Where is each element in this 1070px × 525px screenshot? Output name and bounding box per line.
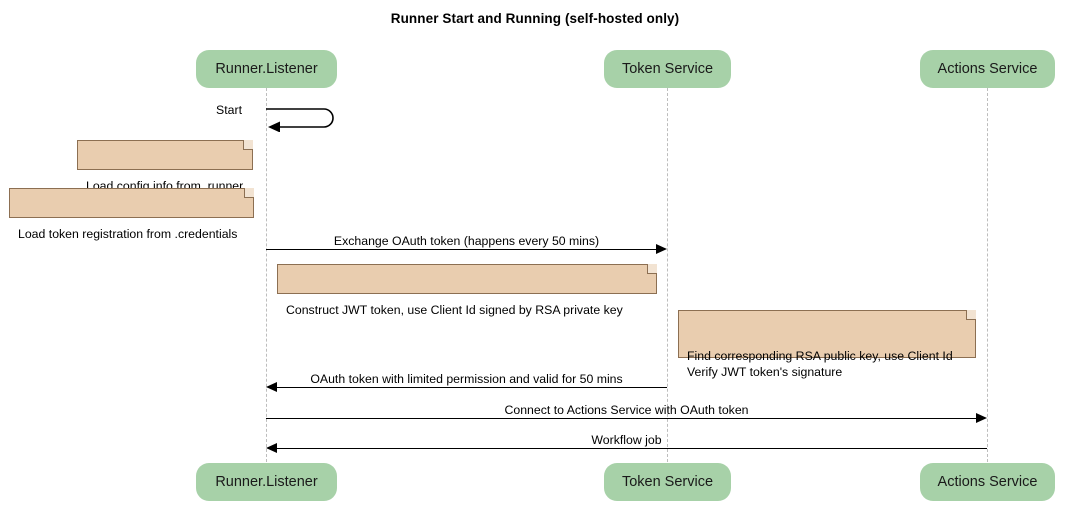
message-label-exchange-oauth-token: Exchange OAuth token (happens every 50 m… — [333, 234, 600, 248]
participant-label: Token Service — [621, 474, 714, 490]
note-construct-jwt: Construct JWT token, use Client Id signe… — [277, 264, 657, 317]
participant-actions-service-bottom[interactable]: Actions Service — [920, 463, 1055, 501]
message-line-workflow-job — [277, 448, 987, 449]
lifeline-runner — [266, 88, 267, 462]
note-load-config: Load config info from .runner — [77, 140, 253, 193]
participant-label: Runner.Listener — [215, 474, 318, 490]
arrow-left-icon — [266, 381, 277, 392]
message-label-oauth-token-return: OAuth token with limited permission and … — [310, 372, 623, 386]
participant-runner-listener-bottom[interactable]: Runner.Listener — [196, 463, 337, 501]
note-verify-jwt: Find corresponding RSA public key, use C… — [678, 310, 976, 379]
note-fold-icon — [647, 264, 657, 274]
message-label-connect-actions: Connect to Actions Service with OAuth to… — [504, 403, 749, 417]
arrow-right-icon — [656, 243, 667, 254]
participant-label: Actions Service — [937, 61, 1038, 77]
lifeline-token — [667, 88, 668, 462]
message-line-exchange-oauth-token — [266, 249, 658, 250]
note-fold-icon — [244, 188, 254, 198]
note-load-token-registration: Load token registration from .credential… — [9, 188, 254, 241]
participant-actions-service-top[interactable]: Actions Service — [920, 50, 1055, 88]
lifeline-actions — [987, 88, 988, 462]
message-line-connect-actions — [266, 418, 977, 419]
participant-label: Runner.Listener — [215, 61, 318, 77]
note-fold-icon — [966, 310, 976, 320]
note-text: Construct JWT token, use Client Id signe… — [286, 303, 623, 317]
participant-token-service-bottom[interactable]: Token Service — [604, 463, 731, 501]
note-text: Find corresponding RSA public key, use C… — [687, 349, 953, 379]
message-line-oauth-token-return — [277, 387, 667, 388]
arrow-right-icon — [976, 412, 987, 423]
note-fold-icon — [243, 140, 253, 150]
participant-runner-listener-top[interactable]: Runner.Listener — [196, 50, 337, 88]
participant-label: Actions Service — [937, 474, 1038, 490]
message-label-workflow-job: Workflow job — [591, 433, 662, 447]
participant-label: Token Service — [621, 61, 714, 77]
participant-token-service-top[interactable]: Token Service — [604, 50, 731, 88]
diagram-title: Runner Start and Running (self-hosted on… — [390, 11, 680, 26]
note-text: Load token registration from .credential… — [18, 227, 238, 241]
message-label-start: Start — [216, 103, 242, 117]
self-loop-start — [266, 108, 334, 132]
arrow-left-icon — [266, 442, 277, 453]
